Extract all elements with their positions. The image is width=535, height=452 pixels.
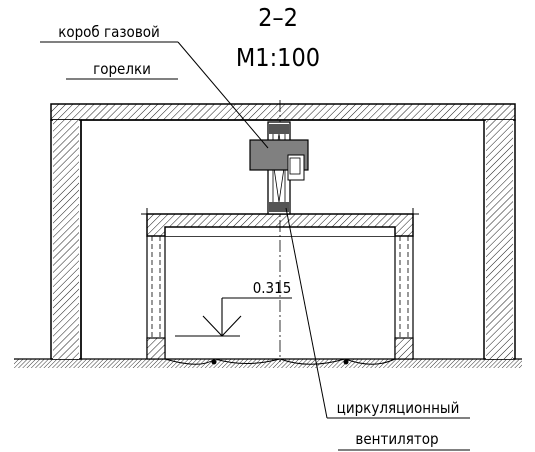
burner-leader bbox=[40, 41, 269, 149]
scale-label: M1:100 bbox=[236, 43, 320, 72]
fan-leader bbox=[285, 207, 470, 451]
floor-contour bbox=[164, 358, 396, 365]
inner-wall-left bbox=[146, 236, 166, 360]
gas-burner-box bbox=[249, 139, 309, 181]
fan-label-line1: циркуляционный bbox=[337, 399, 460, 417]
section-title: 2–2 bbox=[258, 3, 298, 32]
burner-label-line1: короб газовой bbox=[58, 23, 160, 41]
burner-label-line2: горелки bbox=[93, 60, 151, 78]
outer-roof-slab bbox=[50, 103, 516, 121]
ground bbox=[14, 358, 522, 368]
level-mark-value: 0.315 bbox=[253, 279, 292, 297]
outer-wall-left bbox=[50, 119, 82, 360]
outer-wall-right bbox=[483, 119, 516, 360]
level-marker bbox=[175, 297, 292, 337]
floor-mark-left bbox=[211, 359, 217, 365]
floor-mark-right bbox=[343, 359, 349, 365]
inner-wall-right bbox=[394, 236, 414, 360]
fan-label-line2: вентилятор bbox=[355, 430, 438, 448]
